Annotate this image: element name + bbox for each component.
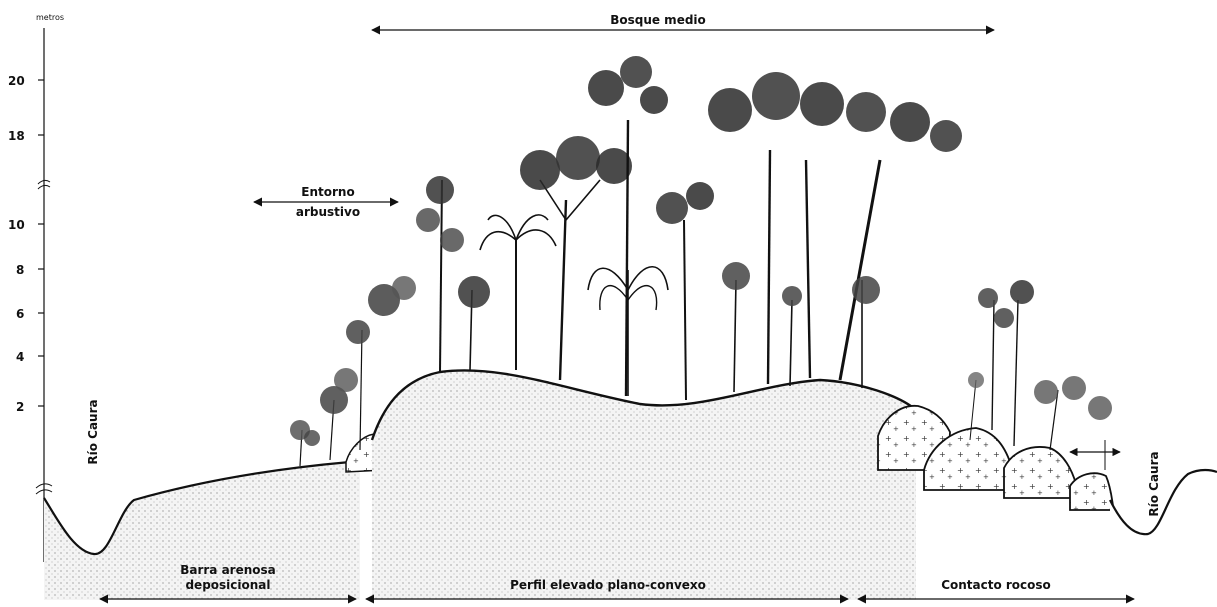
svg-text:4: 4 — [16, 350, 24, 364]
palm-left — [480, 215, 556, 370]
svg-text:Contacto rocoso: Contacto rocoso — [941, 578, 1051, 592]
tree-canopy-center-left — [520, 136, 632, 380]
right-river-bank — [1110, 470, 1217, 600]
svg-text:20: 20 — [8, 74, 25, 88]
shrub-rocky-1 — [978, 280, 1034, 446]
svg-text:Bosque medio: Bosque medio — [610, 13, 706, 27]
height-axis: metros 20 18 10 8 6 — [8, 13, 64, 562]
axis-tick-2: 2 — [16, 400, 44, 414]
tree-mid-center — [656, 182, 714, 400]
svg-text:Entorno: Entorno — [301, 185, 354, 199]
axis-tick-8: 8 — [16, 263, 44, 277]
shrub-rocky-2 — [1034, 376, 1112, 450]
svg-text:Perfil elevado plano-convexo: Perfil elevado plano-convexo — [510, 578, 706, 592]
svg-text:2: 2 — [16, 400, 24, 414]
axis-tick-20: 20 — [8, 74, 44, 88]
water-level-marker — [1070, 440, 1120, 470]
svg-text:18: 18 — [8, 129, 25, 143]
label-entorno-arbustivo: Entorno arbustivo — [254, 185, 398, 219]
svg-text:6: 6 — [16, 307, 24, 321]
label-bosque-medio: Bosque medio — [372, 13, 994, 30]
axis-tick-4: 4 — [16, 350, 44, 364]
svg-text:arbustivo: arbustivo — [296, 205, 360, 219]
svg-text:deposicional: deposicional — [185, 578, 270, 592]
shrub-left-1 — [290, 420, 320, 466]
shrub-left-2 — [320, 368, 358, 460]
rock-outcrop-3 — [1004, 447, 1076, 498]
axis-tick-18: 18 — [8, 129, 44, 143]
svg-text:8: 8 — [16, 263, 24, 277]
tree-slender-left — [416, 176, 464, 372]
svg-text:Barra arenosa: Barra arenosa — [180, 563, 276, 577]
rock-outcrop-4 — [1070, 473, 1114, 510]
palm-center — [588, 267, 668, 396]
axis-tick-10: 10 — [8, 218, 44, 232]
axis-tick-6: 6 — [16, 307, 44, 321]
label-rio-caura-left: Río Caura — [86, 399, 100, 464]
tree-small-left — [458, 276, 490, 370]
axis-unit-label: metros — [36, 13, 64, 22]
label-rio-caura-right: Río Caura — [1147, 451, 1161, 516]
tree-understory-right — [722, 262, 880, 392]
svg-text:10: 10 — [8, 218, 25, 232]
tree-canopy-right — [708, 72, 962, 384]
